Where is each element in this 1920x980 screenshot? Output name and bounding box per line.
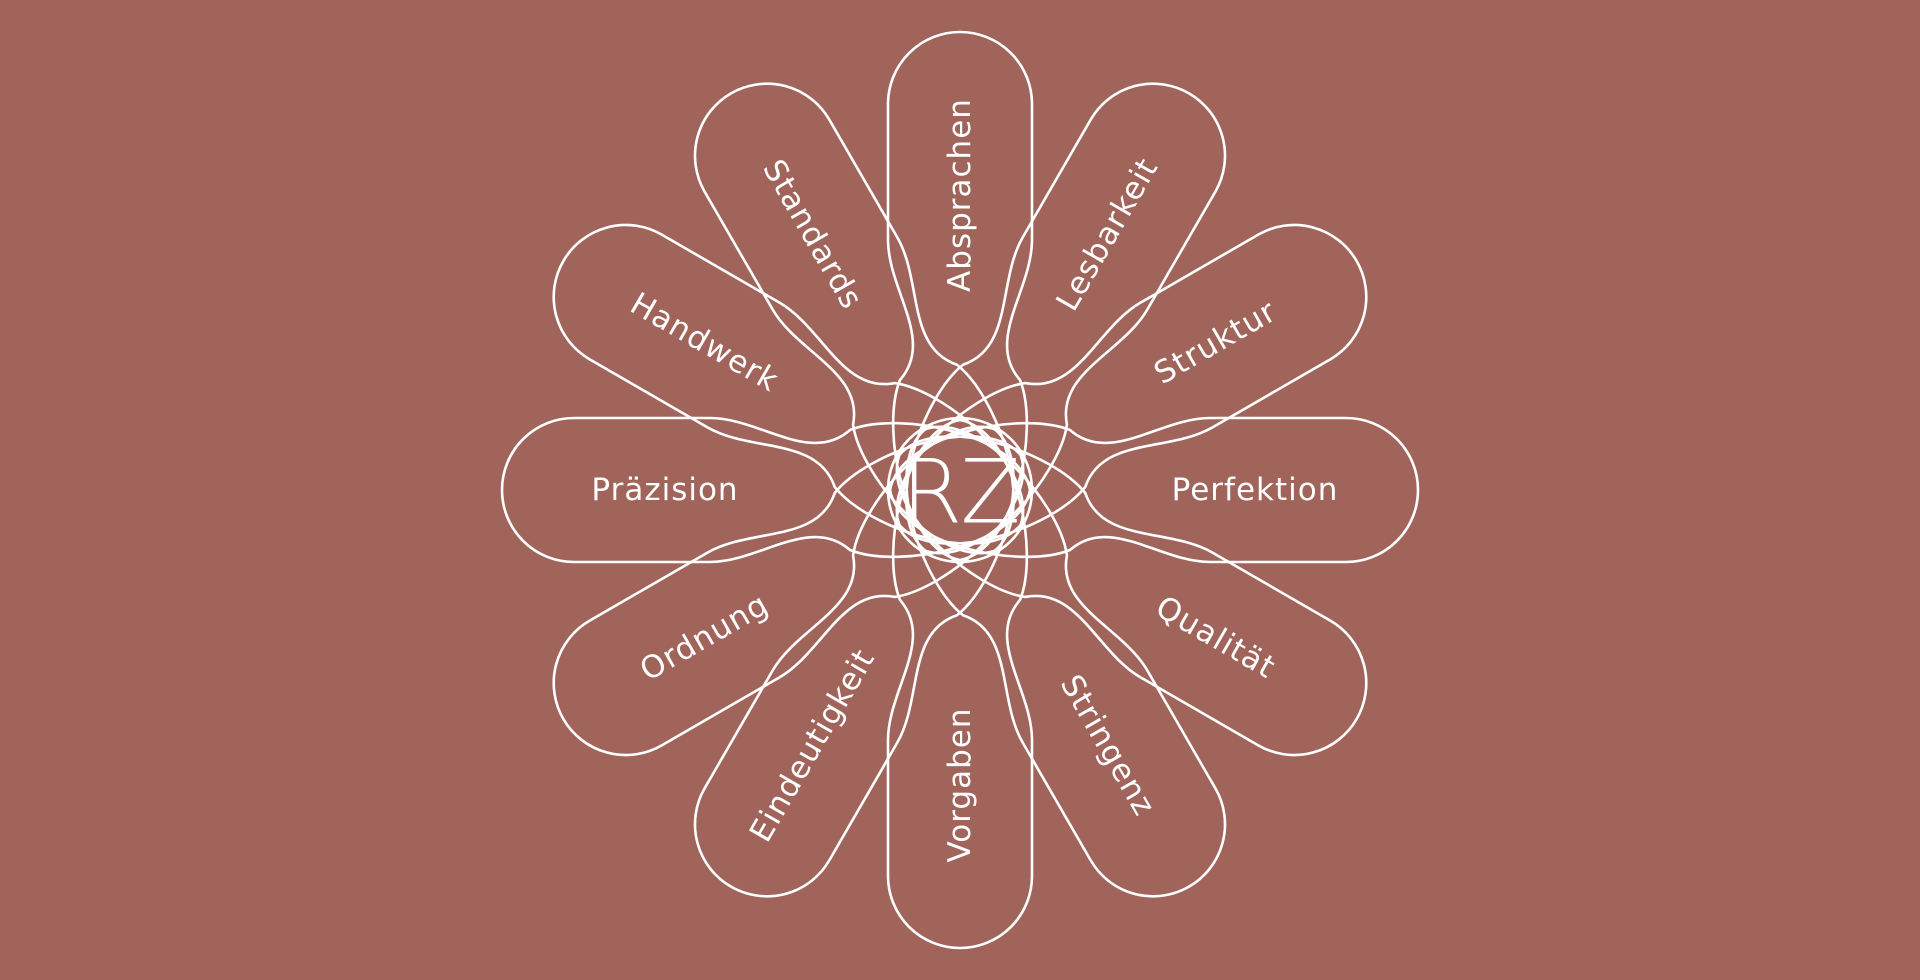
rz-logo: RZ (886, 416, 1034, 564)
logo-text: RZ (901, 441, 1018, 544)
petal-outline-12 (693, 82, 1015, 555)
petal-outline-6 (905, 425, 1227, 898)
petal-outline-8 (693, 425, 1015, 898)
petal-outline-9 (552, 435, 1025, 757)
petal-label-perfektion: Perfektion (1172, 472, 1339, 508)
petal-outlines (500, 30, 1420, 950)
petal-outline-2 (905, 82, 1227, 555)
petal-outline-4 (888, 416, 1420, 564)
petal-outline-1 (886, 30, 1034, 562)
petal-label-praezision: Präzision (591, 472, 738, 508)
petal-outline-7 (886, 418, 1034, 950)
petal-outline-11 (552, 223, 1025, 545)
petal-label-absprachen: Absprachen (942, 98, 978, 292)
petal-label-vorgaben: Vorgaben (942, 707, 978, 862)
petal-outline-5 (895, 435, 1368, 757)
logo-ring (886, 416, 1034, 564)
petal-outline-3 (895, 223, 1368, 545)
petal-outline-10 (500, 416, 1032, 564)
